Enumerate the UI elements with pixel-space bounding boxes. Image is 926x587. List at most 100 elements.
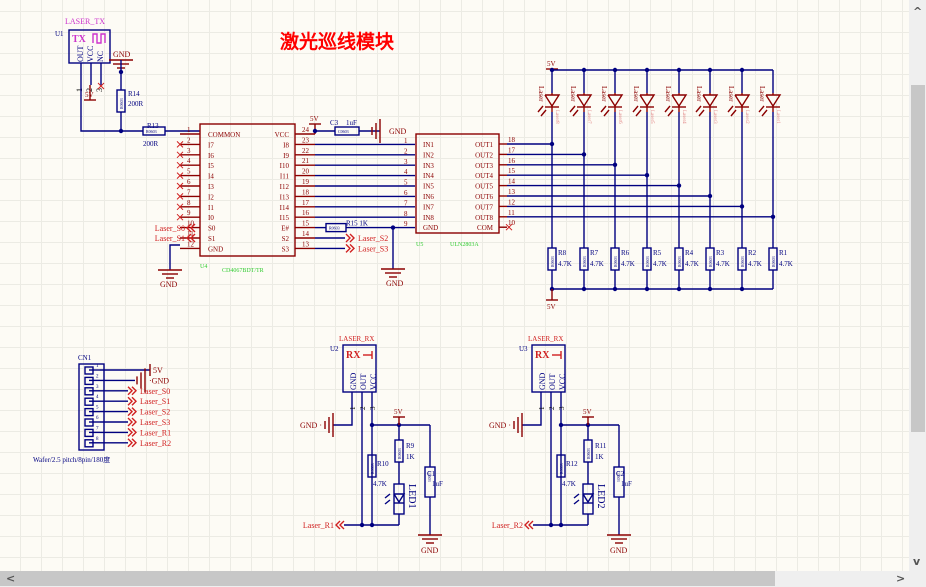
u4-pin-number: 22 xyxy=(302,147,310,155)
u4-pin-name: S0 xyxy=(208,225,216,233)
vertical-scrollbar[interactable]: ^ v xyxy=(909,0,926,571)
net-label: Laser_S0 xyxy=(155,224,185,233)
footprint-label: R0603 xyxy=(677,256,682,267)
cap-designator: C1 xyxy=(427,470,436,478)
u1-body xyxy=(68,29,111,64)
u1-comment: LASER_TX xyxy=(65,17,105,26)
u5-pin-number: 8 xyxy=(404,210,408,218)
u4-pin-number: 23 xyxy=(302,136,310,144)
u5-pin-number: 2 xyxy=(404,147,408,155)
scroll-up-icon[interactable]: ^ xyxy=(913,5,923,18)
footprint-label: R0603 xyxy=(740,256,745,267)
rx-pullup-designator: R10 xyxy=(377,460,389,468)
resistor-designator: R4 xyxy=(685,249,694,257)
laser-designator: Laser6 xyxy=(617,110,622,124)
led-emission-icon xyxy=(573,493,580,499)
u4-pin-number: 13 xyxy=(302,240,310,248)
power-label: 5V xyxy=(153,366,163,375)
laser-emission-icon xyxy=(761,109,768,117)
net-port-icon xyxy=(127,386,133,396)
resistor-value: 4.7K xyxy=(590,260,604,268)
rx-pullup-value: 4.7K xyxy=(373,480,387,488)
u4-pin-name: I6 xyxy=(208,152,214,160)
scroll-left-icon[interactable]: < xyxy=(6,572,16,585)
u4-pin-number: 5 xyxy=(187,168,191,176)
sheet-title: 激光巡线模块 xyxy=(280,30,395,53)
u4-part-number: CD4067BDT/TR xyxy=(222,268,264,274)
u5-pin-name: IN3 xyxy=(423,162,434,170)
u5-pin-name: OUT2 xyxy=(475,151,493,159)
resistor-value: 4.7K xyxy=(716,260,730,268)
laser-emission-icon xyxy=(695,105,702,113)
u4-pin-number: 19 xyxy=(302,178,310,186)
u5-pin-name: COM xyxy=(477,224,494,232)
net-port-icon xyxy=(186,233,192,243)
net-port-icon xyxy=(131,386,137,396)
u5-pin-number: 10 xyxy=(508,219,516,227)
net-port-icon xyxy=(524,520,530,530)
u5-pin-name: OUT7 xyxy=(475,203,493,211)
footprint-label: R0603 xyxy=(329,226,340,231)
net-port-icon xyxy=(131,438,137,448)
u5-pin-name: IN1 xyxy=(423,141,434,149)
gnd-label: GND · xyxy=(300,421,322,430)
u4-pin-name: I15 xyxy=(280,214,290,222)
laser-emission-icon xyxy=(698,109,705,117)
net-port-icon xyxy=(127,407,133,417)
net-port-icon xyxy=(190,223,196,233)
u4-pin-number: 16 xyxy=(302,209,310,217)
u4-pin-number: 8 xyxy=(187,199,191,207)
rx-pullup-resistor-body xyxy=(556,454,566,478)
laser-emission-icon xyxy=(572,109,579,117)
rx-pin-number: 2 xyxy=(548,406,556,410)
u4-pin-name: I1 xyxy=(208,204,214,212)
u4-pin-name: I4 xyxy=(208,173,214,181)
power-label: 5V xyxy=(547,303,556,311)
u4-pin-number: 14 xyxy=(302,230,310,238)
u4-pin-name: E# xyxy=(281,225,289,233)
scroll-down-icon[interactable]: v xyxy=(913,555,921,568)
u5-pin-name: GND xyxy=(423,224,438,232)
cn1-pin-number: 3 xyxy=(96,385,99,390)
led-icon xyxy=(393,493,406,504)
u4-pin-name: VCC xyxy=(275,131,290,139)
u5-pin-name: IN6 xyxy=(423,193,434,201)
u1-pin-number: 1 xyxy=(75,88,84,92)
schematic-canvas[interactable]: 激光巡线模块 LASER_TXU1TXOUTVCCNC1235VGNDR0603… xyxy=(0,0,909,571)
horizontal-scrollbar[interactable]: < > xyxy=(0,571,909,587)
u4-body xyxy=(199,123,296,257)
rx-led-r-value: 1K xyxy=(406,453,415,461)
u4-pin-name: I5 xyxy=(208,162,214,170)
rx-body xyxy=(342,344,377,393)
led-emission-icon xyxy=(384,499,391,505)
wire xyxy=(522,412,542,426)
gnd-label: GND · xyxy=(489,421,511,430)
net-label: Laser_R2 xyxy=(492,521,523,530)
u4-pin-number: 17 xyxy=(302,199,310,207)
u4-pin-number: 21 xyxy=(302,157,310,165)
u5-pin-name: IN8 xyxy=(423,214,434,222)
laser-emission-icon xyxy=(600,105,607,113)
u4-pin-name: S1 xyxy=(208,235,216,243)
gnd-label: GND xyxy=(386,279,404,288)
rx-pin-name: VCC xyxy=(369,374,378,390)
cn1-pin-number: 7 xyxy=(96,426,99,431)
laser-emission-icon xyxy=(603,109,610,117)
u5-pin-name: OUT6 xyxy=(475,193,493,201)
u4-pin-name: COMMON xyxy=(208,131,240,139)
u4-pin-name: I12 xyxy=(280,183,290,191)
cap-designator: C2 xyxy=(616,470,625,478)
u4-pin-number: 15 xyxy=(302,220,310,228)
resistor-value: 4.7K xyxy=(779,260,793,268)
horizontal-scroll-thumb[interactable] xyxy=(0,571,775,586)
u4-pin-name: I8 xyxy=(283,141,289,149)
cap-value: 1uF xyxy=(621,480,632,488)
resistor-value: 4.7K xyxy=(558,260,572,268)
net-port-icon xyxy=(528,520,534,530)
power-label: 5V xyxy=(310,115,319,123)
u4-pin-number: 2 xyxy=(187,136,191,144)
vertical-scroll-thumb[interactable] xyxy=(911,85,925,432)
scroll-right-icon[interactable]: > xyxy=(896,572,906,585)
c3-value: 1uF xyxy=(346,119,357,127)
laser-emission-icon xyxy=(540,109,547,117)
